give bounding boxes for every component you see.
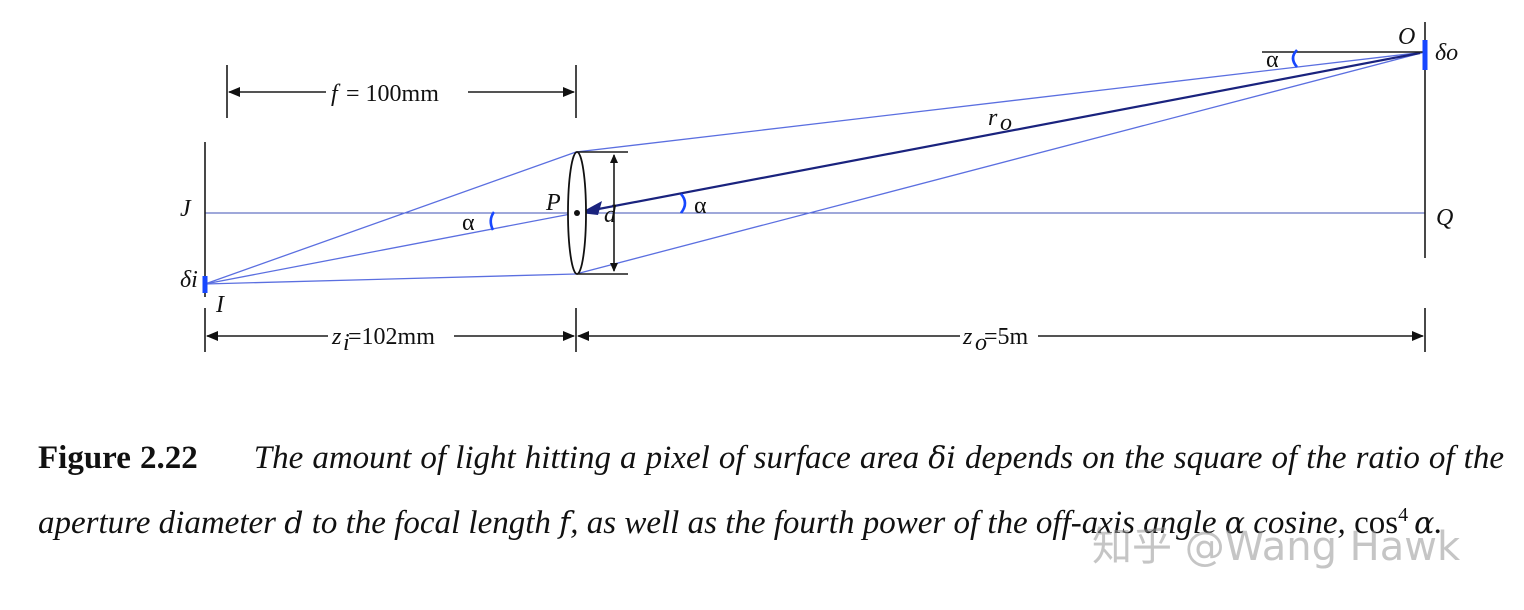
zo-label: z [962, 324, 973, 350]
label-P: P [545, 190, 561, 216]
caption-text-3: to the focal length [303, 505, 560, 541]
f-value-label: = 100mm [346, 81, 439, 107]
alpha-arc-image [489, 211, 496, 231]
ray-lens-top-to-image [204, 151, 577, 285]
caption-text-5: cosine, [1245, 505, 1355, 541]
caption-power: 4 [1398, 504, 1409, 526]
label-d: d [604, 202, 617, 228]
watermark: 知乎 @Wang Hawk [1092, 524, 1461, 570]
caption-text-1: The amount of light hitting a pixel of s… [253, 440, 929, 476]
zi-value-label: =102mm [348, 324, 435, 350]
label-I: I [215, 292, 225, 318]
zi-subscript: i [343, 330, 350, 356]
alpha-arc-lens [679, 193, 687, 214]
label-delta-i: δi [180, 267, 198, 293]
label-alpha-object: α [1266, 47, 1279, 73]
alpha-arc-object [1291, 49, 1299, 68]
f-label: f [331, 81, 341, 107]
ray-center-to-image [204, 212, 577, 285]
figure-label: Figure 2.22 [38, 440, 198, 476]
caption-symbol-f: f [559, 506, 571, 541]
label-alpha-lens: α [694, 193, 707, 219]
ray-lens-bottom-to-image [204, 273, 577, 285]
label-Q: Q [1436, 205, 1453, 231]
label-r-subscript: o [1000, 110, 1012, 136]
figure-caption: Figure 2.22 The amount of light hitting a… [38, 430, 1504, 552]
caption-text-4: , as well as the fourth power of the off… [570, 505, 1225, 541]
label-O: O [1398, 24, 1415, 50]
zo-value-label: =5m [984, 324, 1029, 350]
chief-ray-ro [587, 51, 1421, 213]
caption-symbol-d: d [284, 506, 304, 541]
optics-diagram: f = 100mm z i =102mm z o =5m J Q I P O d… [180, 22, 1458, 356]
caption-text-2: depends on the square of the ratio of th… [38, 440, 1504, 541]
label-J: J [180, 196, 192, 222]
caption-period: . [1434, 505, 1443, 541]
caption-cos: cos [1354, 505, 1399, 541]
label-delta-o: δo [1435, 40, 1458, 66]
zi-label: z [331, 324, 342, 350]
label-r: r [988, 105, 998, 131]
label-alpha-image: α [462, 210, 475, 236]
caption-symbol-delta-i: δi [928, 441, 956, 476]
zo-subscript: o [975, 330, 987, 356]
lens-center-point [574, 210, 580, 216]
ray-object-to-lens-bottom [575, 51, 1426, 275]
caption-symbol-alpha-2: α [1414, 506, 1435, 541]
ray-object-to-lens-top [575, 51, 1426, 153]
caption-symbol-alpha: α [1224, 506, 1245, 541]
